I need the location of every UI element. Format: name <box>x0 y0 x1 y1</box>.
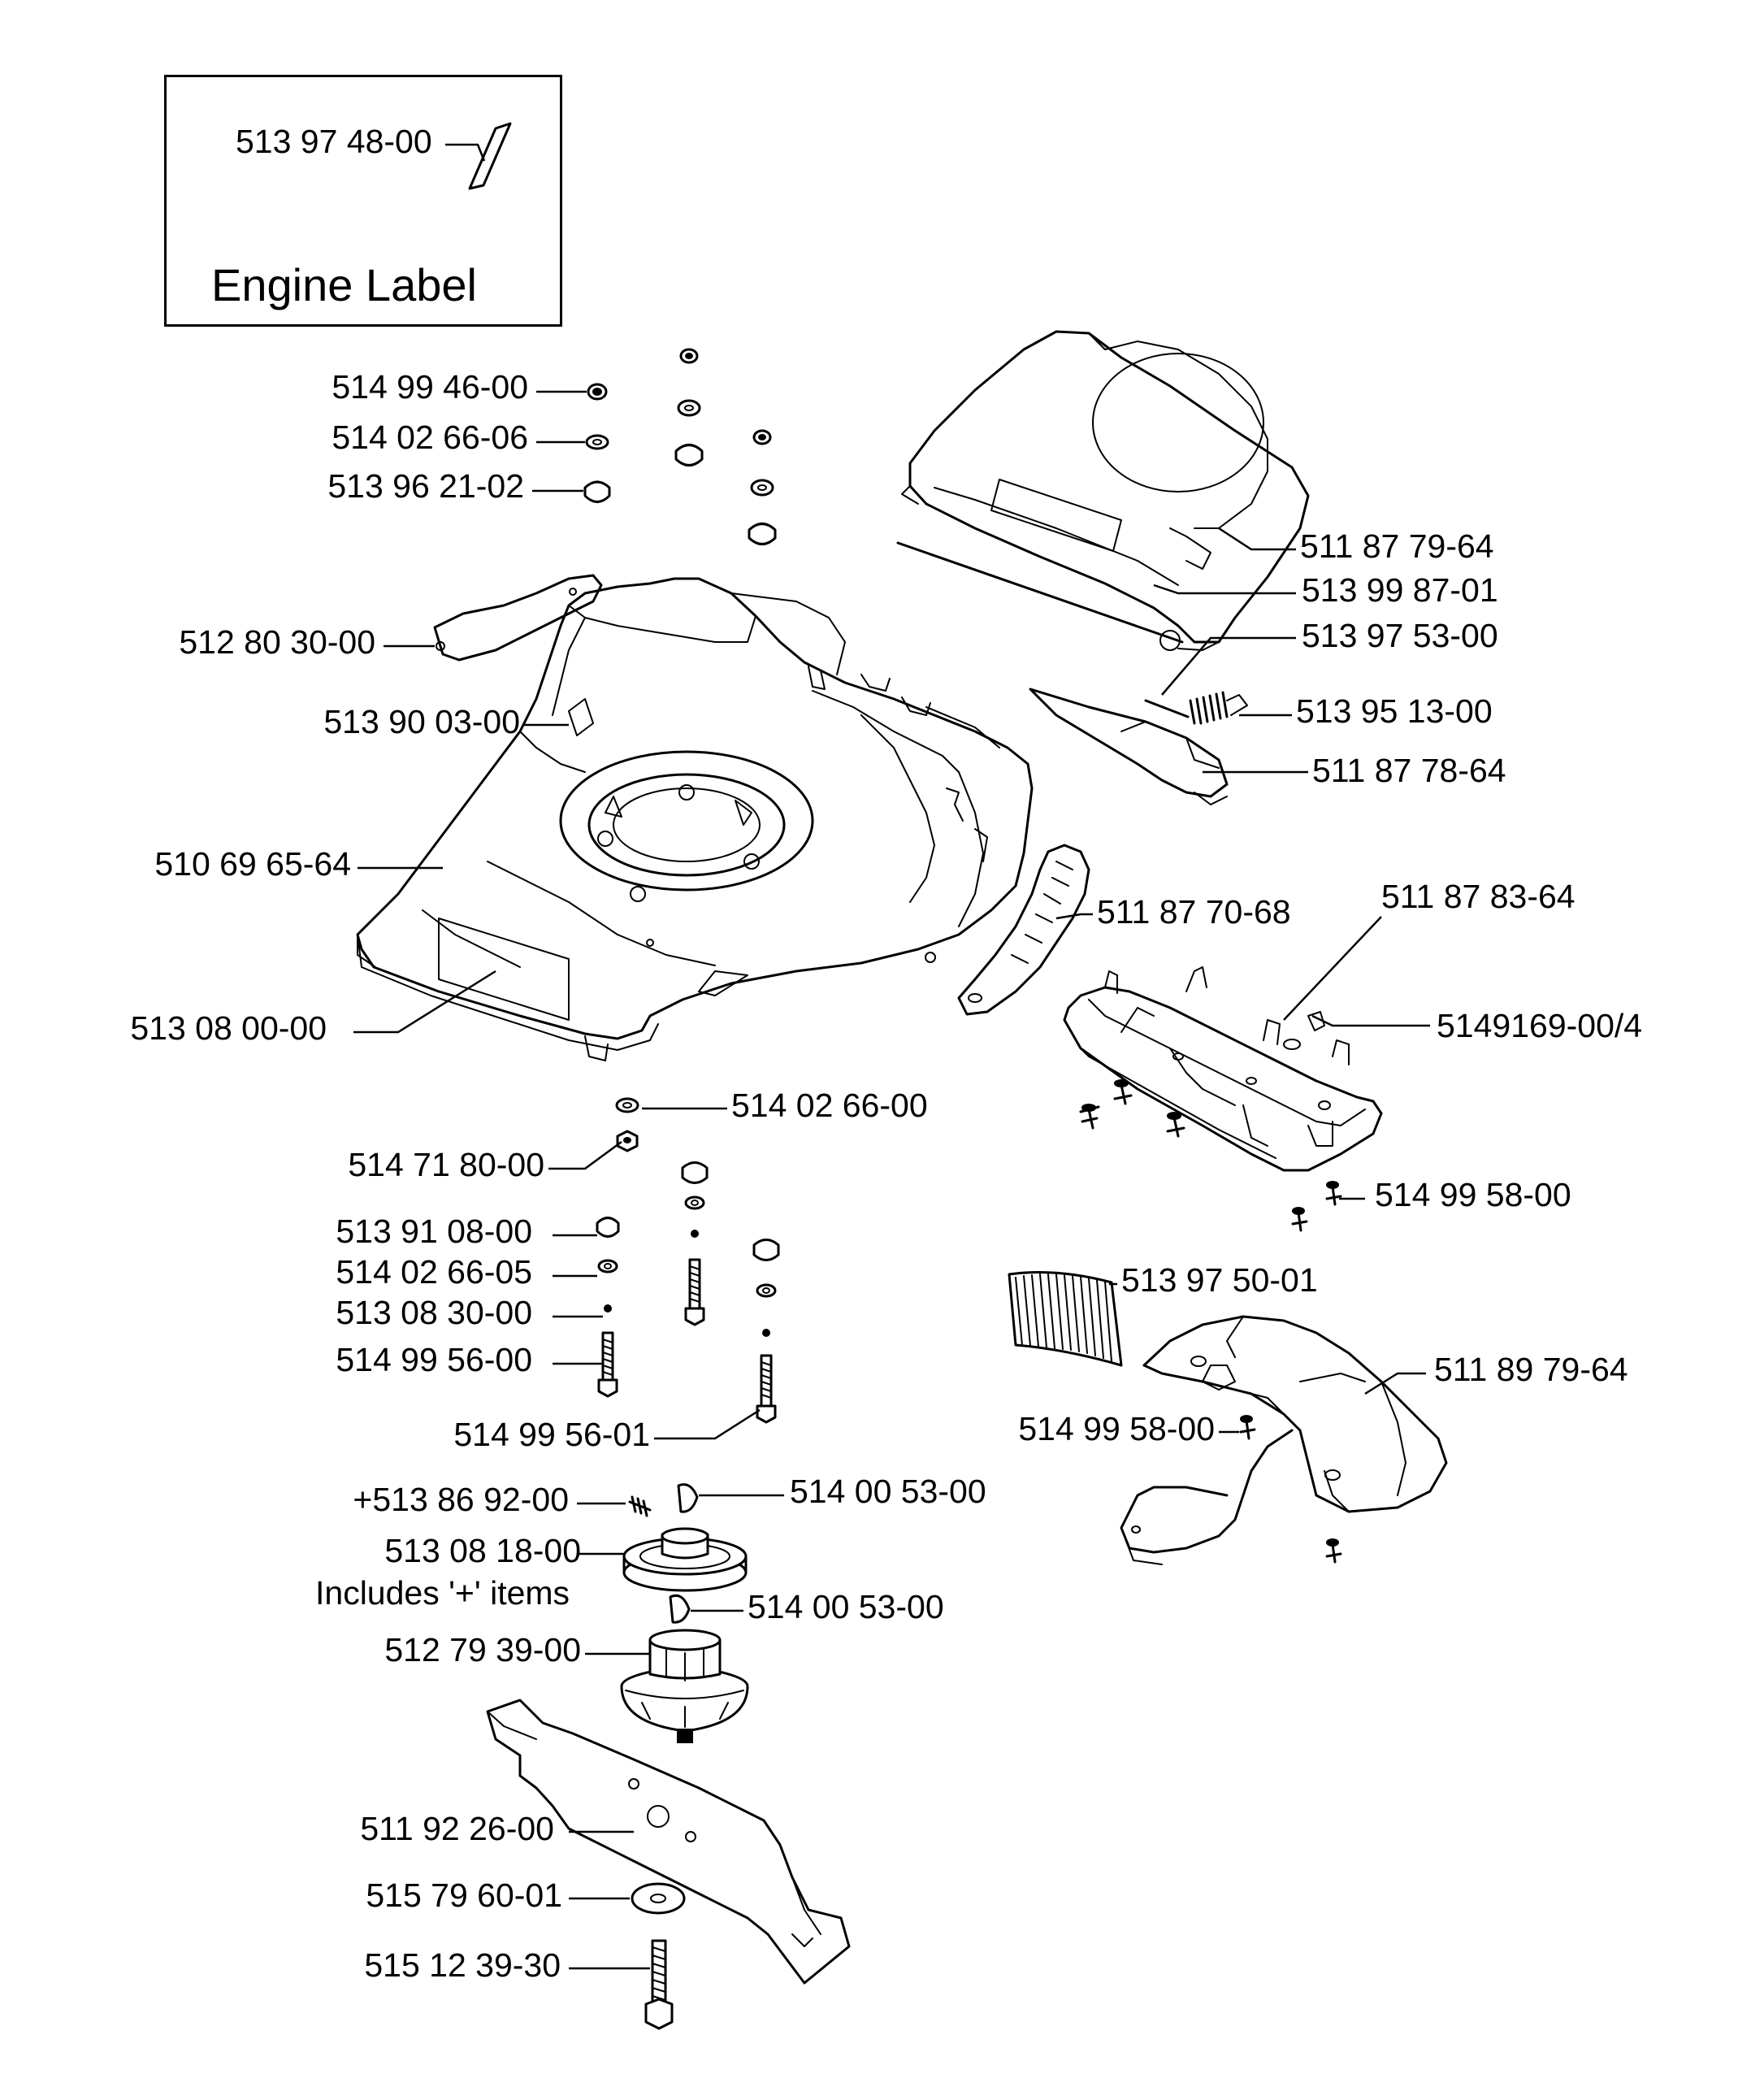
part-label: 514 02 66-05 <box>336 1253 532 1291</box>
nut-stack-top-icon <box>674 348 777 545</box>
hardware-left-top-icon <box>583 383 611 503</box>
blade-bolt-icon <box>644 1939 674 2030</box>
bolt-stack-right-icon <box>752 1239 780 1424</box>
part-label: 514 71 80-00 <box>348 1146 544 1183</box>
part-label: 511 89 79-64 <box>1434 1351 1628 1388</box>
part-label: 513 97 53-00 <box>1302 617 1498 654</box>
part-label: 514 02 66-06 <box>332 419 528 456</box>
key-upper-icon <box>677 1483 699 1513</box>
mower-blade-icon <box>486 1699 851 1985</box>
rear-flap-icon <box>1029 688 1229 805</box>
part-label: 5149169-00/4 <box>1437 1007 1643 1044</box>
inset-title: Engine Label <box>211 259 477 310</box>
handle-bracket-icon <box>957 844 1090 1016</box>
part-label: 513 08 00-00 <box>130 1009 327 1047</box>
engine-label-inset <box>164 75 562 327</box>
part-label: 514 99 58-00 <box>1018 1410 1215 1447</box>
part-label-note: Includes '+' items <box>315 1574 570 1612</box>
part-label: 511 87 70-68 <box>1097 893 1291 931</box>
hardware-below-deck-icon <box>615 1097 639 1152</box>
blade-washer-icon <box>631 1882 686 1915</box>
part-label: 513 99 87-01 <box>1302 571 1498 609</box>
rear-flap-cover-icon <box>901 330 1310 651</box>
part-label: 514 00 53-00 <box>790 1473 986 1510</box>
key-lower-icon <box>669 1594 691 1624</box>
blade-adapter-icon <box>620 1629 749 1743</box>
part-label: 514 99 58-00 <box>1375 1176 1571 1213</box>
part-label: 513 91 08-00 <box>336 1213 532 1250</box>
part-label: 514 02 66-00 <box>731 1087 928 1124</box>
part-label: +513 86 92-00 <box>353 1481 569 1518</box>
part-label: 514 99 56-01 <box>453 1416 650 1453</box>
spring-icon <box>1189 691 1248 725</box>
part-label: 513 08 30-00 <box>336 1294 532 1331</box>
part-label: 515 79 60-01 <box>366 1877 562 1914</box>
part-label: 510 69 65-64 <box>154 845 351 883</box>
mower-deck-housing-icon <box>356 577 1034 1061</box>
part-label: 511 87 79-64 <box>1300 527 1494 565</box>
discharge-chute-icon <box>1120 1315 1448 1565</box>
screws-chute-icon <box>1239 1415 1342 1564</box>
part-label: 511 87 83-64 <box>1381 878 1575 915</box>
part-label-engine-label: 513 97 48-00 <box>236 123 432 160</box>
part-label: 513 95 13-00 <box>1296 692 1493 730</box>
bracket-512-80-30-icon <box>433 574 603 662</box>
part-label: 514 00 53-00 <box>748 1588 944 1625</box>
engine-label-sticker-icon <box>445 122 512 190</box>
part-label: 513 90 03-00 <box>323 703 520 740</box>
part-label: 513 08 18-00 <box>384 1532 581 1569</box>
part-label: 514 99 56-00 <box>336 1341 532 1378</box>
part-label: 515 12 39-30 <box>364 1946 561 1984</box>
part-label: 514 99 46-00 <box>332 368 528 406</box>
grass-comb-icon <box>1008 1271 1123 1367</box>
part-label: 511 87 78-64 <box>1312 752 1506 789</box>
set-screw-icon <box>628 1495 652 1517</box>
part-label: 511 92 26-00 <box>360 1810 554 1847</box>
pulley-icon <box>622 1527 748 1592</box>
rear-housing-icon <box>1063 966 1383 1172</box>
leader-lines <box>353 390 1430 1970</box>
part-label: 513 97 50-01 <box>1121 1261 1318 1299</box>
bolt-stack-left-icon <box>596 1217 620 1398</box>
part-label: 512 79 39-00 <box>384 1631 581 1668</box>
part-label: 513 96 21-02 <box>327 467 524 505</box>
screws-rear-housing-icon <box>1079 1079 1342 1232</box>
bolt-stack-middle-icon <box>681 1161 709 1326</box>
part-label: 512 80 30-00 <box>179 623 375 661</box>
